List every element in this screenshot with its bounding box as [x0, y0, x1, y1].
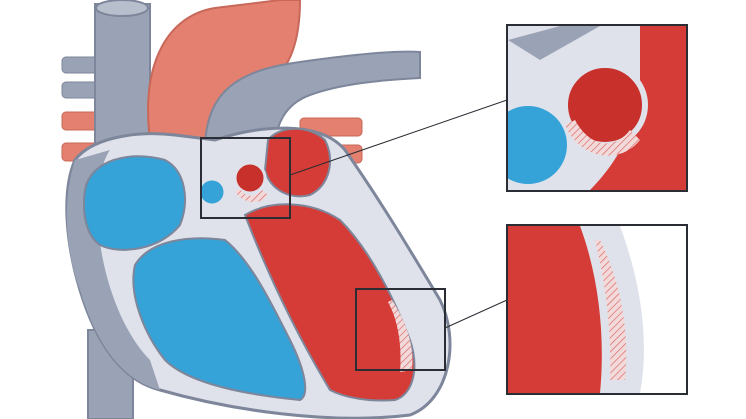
aortic-valve	[233, 161, 267, 195]
right-ventricle	[132, 237, 307, 402]
right-atrium	[82, 155, 186, 251]
left-atrium	[263, 127, 331, 198]
connector-line	[289, 99, 508, 176]
pulmonary-artery	[203, 50, 421, 151]
pulmonary-valve	[197, 177, 227, 207]
inset-ventricle-wall-magnified	[508, 226, 686, 393]
left-ventricle	[243, 203, 416, 402]
inset-frame-valves	[506, 24, 688, 192]
inset-valves-magnified	[508, 26, 686, 190]
connector-line	[444, 299, 508, 329]
zoom-region-ventricle-wall	[355, 288, 446, 371]
zoom-region-valves	[200, 137, 291, 219]
aortic-valve-hatch	[235, 188, 268, 203]
inset-frame-ventricle-wall	[506, 224, 688, 395]
left-ventricle-wall-hatch	[388, 300, 413, 372]
